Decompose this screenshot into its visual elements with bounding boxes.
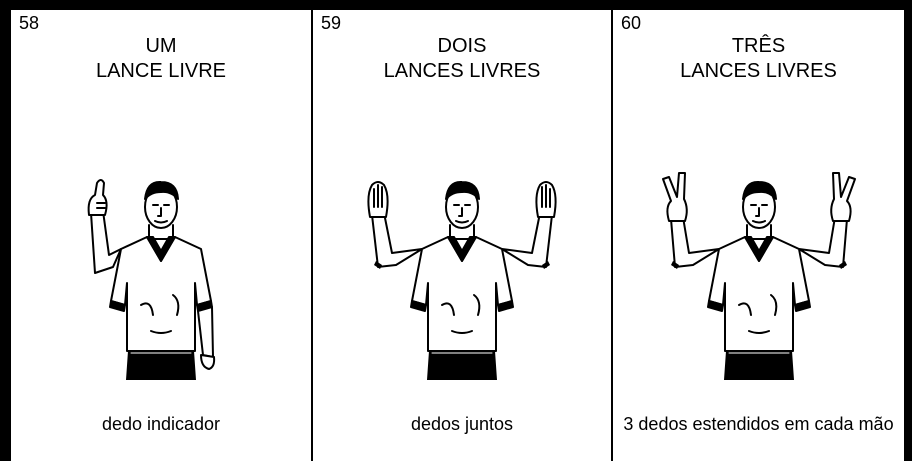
signal-title-line2: LANCES LIVRES [680, 60, 837, 82]
referee-three-fingers-illustration [649, 155, 869, 380]
panels-row: 58 UM LANCE LIVRE dedo indicador [11, 10, 904, 461]
signal-title-line1: DOIS [437, 35, 487, 57]
signal-number: 58 [19, 13, 40, 33]
signal-title-line1: UM [145, 35, 177, 57]
signal-title-line1: TRÊS [731, 35, 786, 57]
signal-title-line2: LANCES LIVRES [383, 60, 541, 82]
signal-number: 59 [321, 13, 342, 33]
signal-title: DOIS LANCES LIVRES [313, 34, 611, 84]
referee-two-hands-fingers-together-illustration [352, 155, 572, 380]
signal-caption: dedo indicador [101, 413, 221, 434]
signal-caption: 3 dedos estendidos em cada mão [623, 413, 894, 434]
signal-panel-58: 58 UM LANCE LIVRE dedo indicador [11, 10, 311, 461]
signal-number: 60 [621, 13, 642, 33]
signal-title-line2: LANCE LIVRE [95, 60, 227, 82]
referee-one-finger-illustration [51, 155, 271, 380]
signal-caption: dedos juntos [410, 413, 514, 434]
signal-title: TRÊS LANCES LIVRES [613, 34, 904, 84]
signal-panel-59: 59 DOIS LANCES LIVRES [311, 10, 611, 461]
signal-panel-60: 60 TRÊS LANCES LIVRES [611, 10, 904, 461]
signal-title: UM LANCE LIVRE [11, 34, 311, 84]
